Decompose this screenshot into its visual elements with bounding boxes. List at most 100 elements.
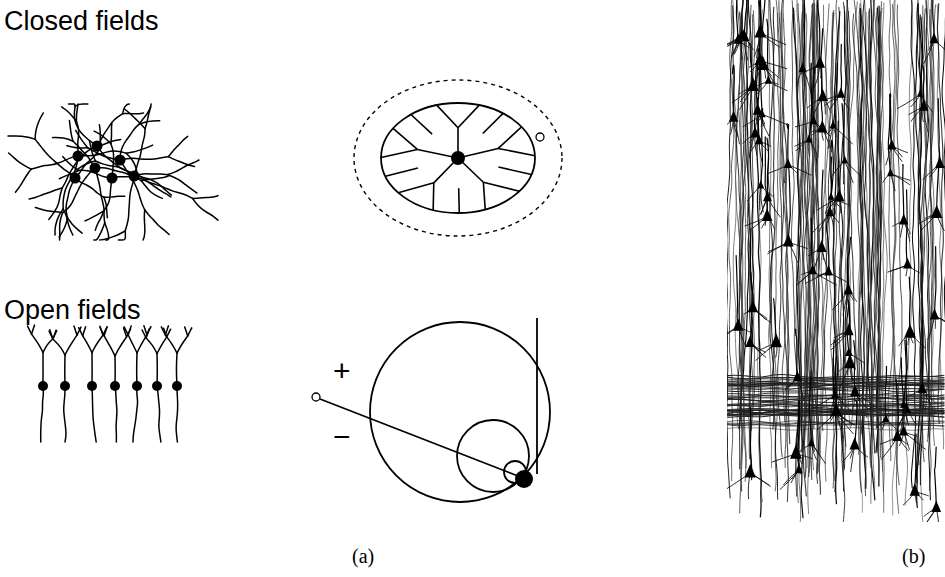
dendrite bbox=[168, 157, 194, 167]
apical-dendrite bbox=[92, 335, 103, 352]
panel-label: (a) bbox=[352, 546, 374, 566]
dendrite bbox=[483, 182, 519, 191]
axon bbox=[41, 386, 44, 442]
axon bbox=[176, 386, 178, 442]
apical-dendrite bbox=[847, 259, 849, 331]
apical-dendrite bbox=[885, 366, 886, 419]
apical-dendrite bbox=[796, 329, 798, 378]
dendrite-axis bbox=[536, 318, 538, 474]
apical-dendrite bbox=[177, 336, 188, 353]
apical-dendrite bbox=[762, 0, 765, 65]
dendrite bbox=[385, 168, 418, 176]
basal-dendrite bbox=[835, 413, 853, 434]
pyramidal-soma bbox=[900, 399, 907, 408]
apical-dendrite bbox=[840, 44, 842, 94]
polarity-sign: + bbox=[333, 356, 351, 386]
dendrite bbox=[104, 196, 125, 197]
section-heading: Open fields bbox=[4, 297, 141, 324]
dendrite bbox=[145, 210, 169, 235]
dendrite bbox=[139, 121, 159, 124]
dendrite bbox=[120, 160, 145, 210]
fiber bbox=[877, 12, 882, 420]
basal-dendrite bbox=[811, 443, 825, 463]
dendrite bbox=[15, 169, 31, 192]
dendrite bbox=[68, 104, 75, 106]
pyramidal-soma bbox=[834, 189, 844, 202]
soma bbox=[92, 141, 103, 152]
soma bbox=[152, 381, 162, 391]
pyramidal-soma bbox=[917, 89, 923, 96]
dendrite bbox=[458, 188, 460, 213]
apical-dendrite bbox=[833, 358, 835, 412]
pyramidal-soma bbox=[830, 120, 837, 129]
open-field-neurons bbox=[28, 325, 192, 442]
pyramidal-soma bbox=[748, 300, 758, 312]
apical-dendrite bbox=[838, 121, 839, 197]
dendrite bbox=[59, 218, 68, 237]
apical-dendrite bbox=[903, 165, 904, 221]
pyramidal-soma bbox=[784, 158, 792, 168]
field-boundary bbox=[354, 80, 562, 236]
basal-dendrite bbox=[797, 378, 804, 401]
apical-dendrite bbox=[821, 29, 823, 97]
fiber bbox=[732, 0, 739, 427]
apical-dendrite bbox=[904, 338, 908, 405]
pyramidal-soma bbox=[808, 438, 815, 447]
axon bbox=[64, 386, 66, 442]
apical-dendrite bbox=[49, 331, 53, 339]
fiber bbox=[748, 0, 753, 480]
apical-dendrite bbox=[765, 137, 767, 217]
apical-dendrite bbox=[115, 337, 127, 356]
apical-dendrite bbox=[754, 60, 756, 133]
basal-dendrite bbox=[923, 40, 934, 64]
apical-dendrite bbox=[921, 317, 923, 389]
pyramidal-soma bbox=[882, 414, 889, 422]
dendrite bbox=[94, 223, 105, 240]
pyramidal-soma bbox=[844, 323, 854, 335]
dendrite bbox=[134, 129, 145, 176]
pyramidal-soma bbox=[904, 324, 916, 338]
dendrite bbox=[498, 148, 535, 155]
apical-dendrite bbox=[32, 325, 35, 334]
pyramidal-soma bbox=[745, 464, 756, 478]
apical-dendrite bbox=[937, 155, 940, 213]
dendrite bbox=[126, 145, 153, 153]
dendrite bbox=[75, 104, 88, 106]
dendrite bbox=[120, 124, 139, 160]
pyramidal-soma bbox=[771, 333, 782, 347]
dendrite bbox=[498, 127, 521, 149]
soma bbox=[110, 381, 120, 391]
pyramidal-soma bbox=[733, 318, 744, 331]
pyramidal-soma bbox=[930, 308, 939, 319]
pyramidal-soma bbox=[817, 120, 827, 132]
apical-dendrite bbox=[767, 138, 769, 198]
closed-field-schema bbox=[354, 80, 562, 236]
apical-dendrite bbox=[185, 327, 188, 336]
pyramidal-soma bbox=[931, 500, 941, 512]
apical-dendrite bbox=[83, 336, 92, 353]
apical-dendrite bbox=[100, 328, 104, 336]
dendritic-boundary bbox=[381, 103, 535, 213]
apical-dendrite bbox=[128, 335, 137, 353]
pyramidal-soma bbox=[831, 389, 839, 398]
dendrite bbox=[29, 188, 62, 199]
apical-dendrite bbox=[53, 339, 65, 355]
apical-dendrite bbox=[842, 104, 845, 161]
pyramidal-soma bbox=[850, 385, 860, 397]
apical-dendrite bbox=[42, 353, 44, 386]
basal-dendrite bbox=[759, 186, 760, 210]
dendrite bbox=[498, 167, 531, 174]
dendrite bbox=[112, 174, 167, 178]
apical-dendrite bbox=[104, 327, 107, 336]
pyramidal-soma bbox=[910, 483, 920, 495]
apical-dendrite bbox=[79, 328, 83, 336]
axon bbox=[133, 386, 138, 442]
dendrite bbox=[9, 153, 32, 169]
basal-dendrite bbox=[762, 114, 787, 124]
basal-dendrite bbox=[788, 165, 811, 175]
fiber bbox=[757, 1, 761, 517]
pyramidal-soma bbox=[745, 336, 754, 347]
fiber bbox=[888, 5, 895, 461]
fiber bbox=[881, 3, 887, 471]
pyramidal-soma bbox=[793, 371, 802, 381]
